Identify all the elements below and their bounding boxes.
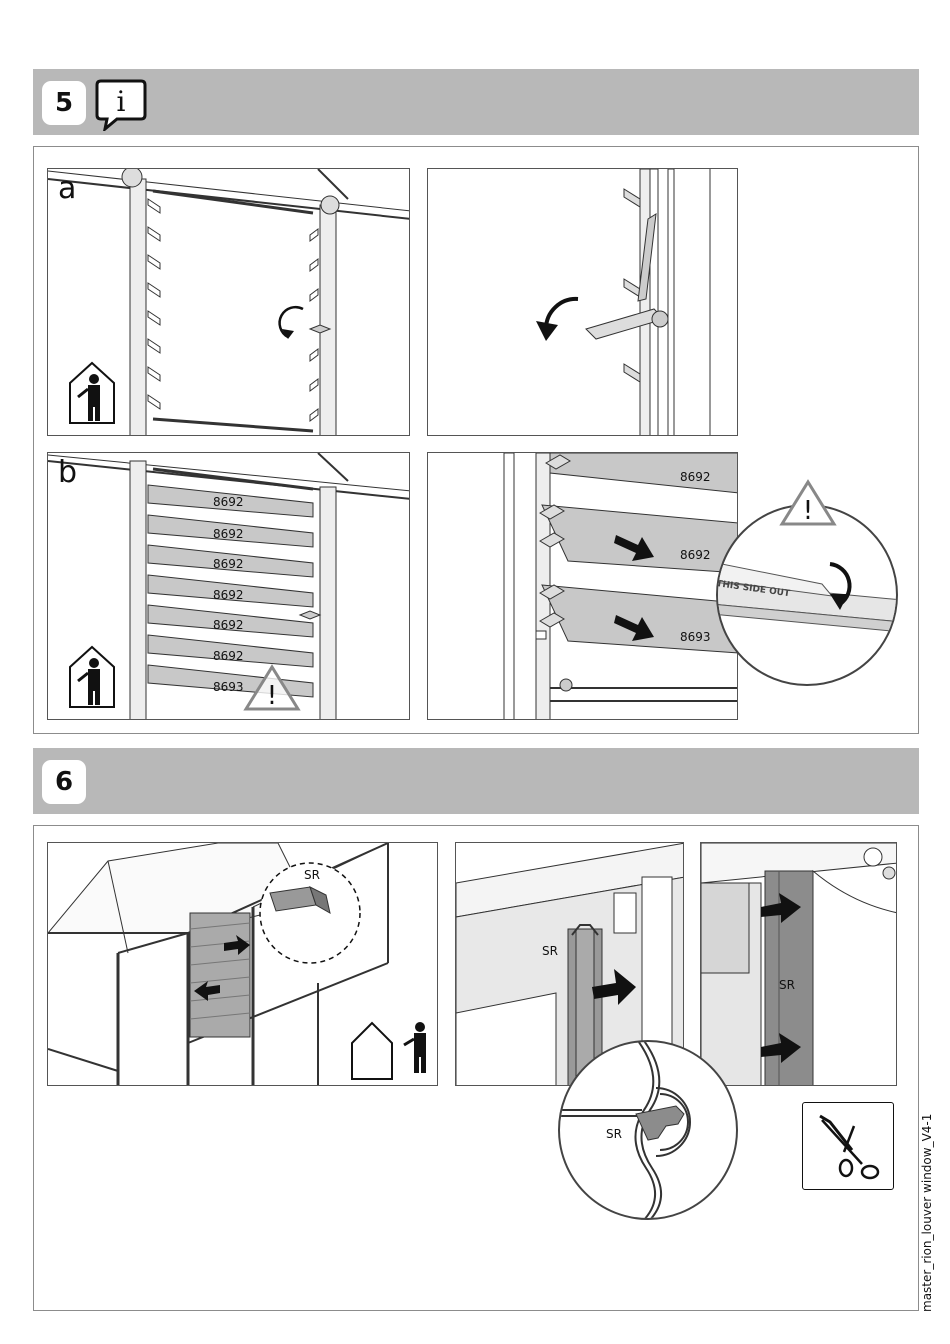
step6-header-band: 6 xyxy=(33,748,919,814)
document-id-footer: master_rion_louver window_V4-1 xyxy=(920,1114,934,1312)
svg-text:!: ! xyxy=(803,496,813,526)
scissors-icon xyxy=(804,1104,892,1188)
louver-label: 8692 xyxy=(213,588,244,602)
louver-label: 8692 xyxy=(213,527,244,541)
panel-b-detail: 8692 8692 8693 xyxy=(427,452,738,720)
right-louver-clips xyxy=(310,229,318,421)
handle-detail-drawing xyxy=(428,169,738,436)
left-louver-clips xyxy=(148,199,160,409)
louver-label: 8692 xyxy=(213,618,244,632)
panel-b-overview: 8692 8692 8692 8692 8692 8692 8693 ! b xyxy=(47,452,410,720)
step5-number: 5 xyxy=(42,81,86,125)
panel-a-letter: a xyxy=(58,171,76,206)
step6-number: 6 xyxy=(42,760,86,804)
film-magnify-circle: THIS SIDE OUT xyxy=(712,500,902,690)
sr-label: SR xyxy=(779,978,795,992)
panel-a-detail xyxy=(427,168,738,436)
person-inside-house-icon xyxy=(70,363,114,423)
panel-b-letter: b xyxy=(58,455,77,490)
svg-text:!: ! xyxy=(267,681,277,711)
louver-label: 8692 xyxy=(213,649,244,663)
person-outside-house-icon xyxy=(352,1022,426,1079)
step6-overview-panel: SR xyxy=(47,842,438,1086)
person-inside-house-icon xyxy=(70,647,114,707)
sr-label: SR xyxy=(304,868,320,882)
louver-label: 8692 xyxy=(213,495,244,509)
louvers-installed-drawing: 8692 8692 8692 8692 8692 8692 8693 ! xyxy=(48,453,410,720)
greenhouse-exterior-drawing: SR xyxy=(48,843,438,1086)
scissors-icon-box xyxy=(802,1102,894,1190)
sr-label: SR xyxy=(542,944,558,958)
window-frame-drawing xyxy=(48,169,410,436)
sr-profile-magnify-circle: SR xyxy=(556,1038,740,1222)
warning-triangle-icon: ! xyxy=(778,478,838,528)
detail-louver-label: 8692 xyxy=(680,548,711,562)
louver-insert-detail-drawing: 8692 8692 8693 xyxy=(428,453,738,720)
panel-a-overview: a xyxy=(47,168,410,436)
info-speech-bubble-icon: i xyxy=(95,77,149,131)
detail-louver-label: 8693 xyxy=(680,630,711,644)
sr-label: SR xyxy=(606,1127,622,1141)
louver-label: 8692 xyxy=(213,557,244,571)
step5-header-band: 5 i xyxy=(33,69,919,135)
svg-text:i: i xyxy=(117,85,126,118)
louver-label: 8693 xyxy=(213,680,244,694)
detail-louver-label: 8692 xyxy=(680,470,711,484)
